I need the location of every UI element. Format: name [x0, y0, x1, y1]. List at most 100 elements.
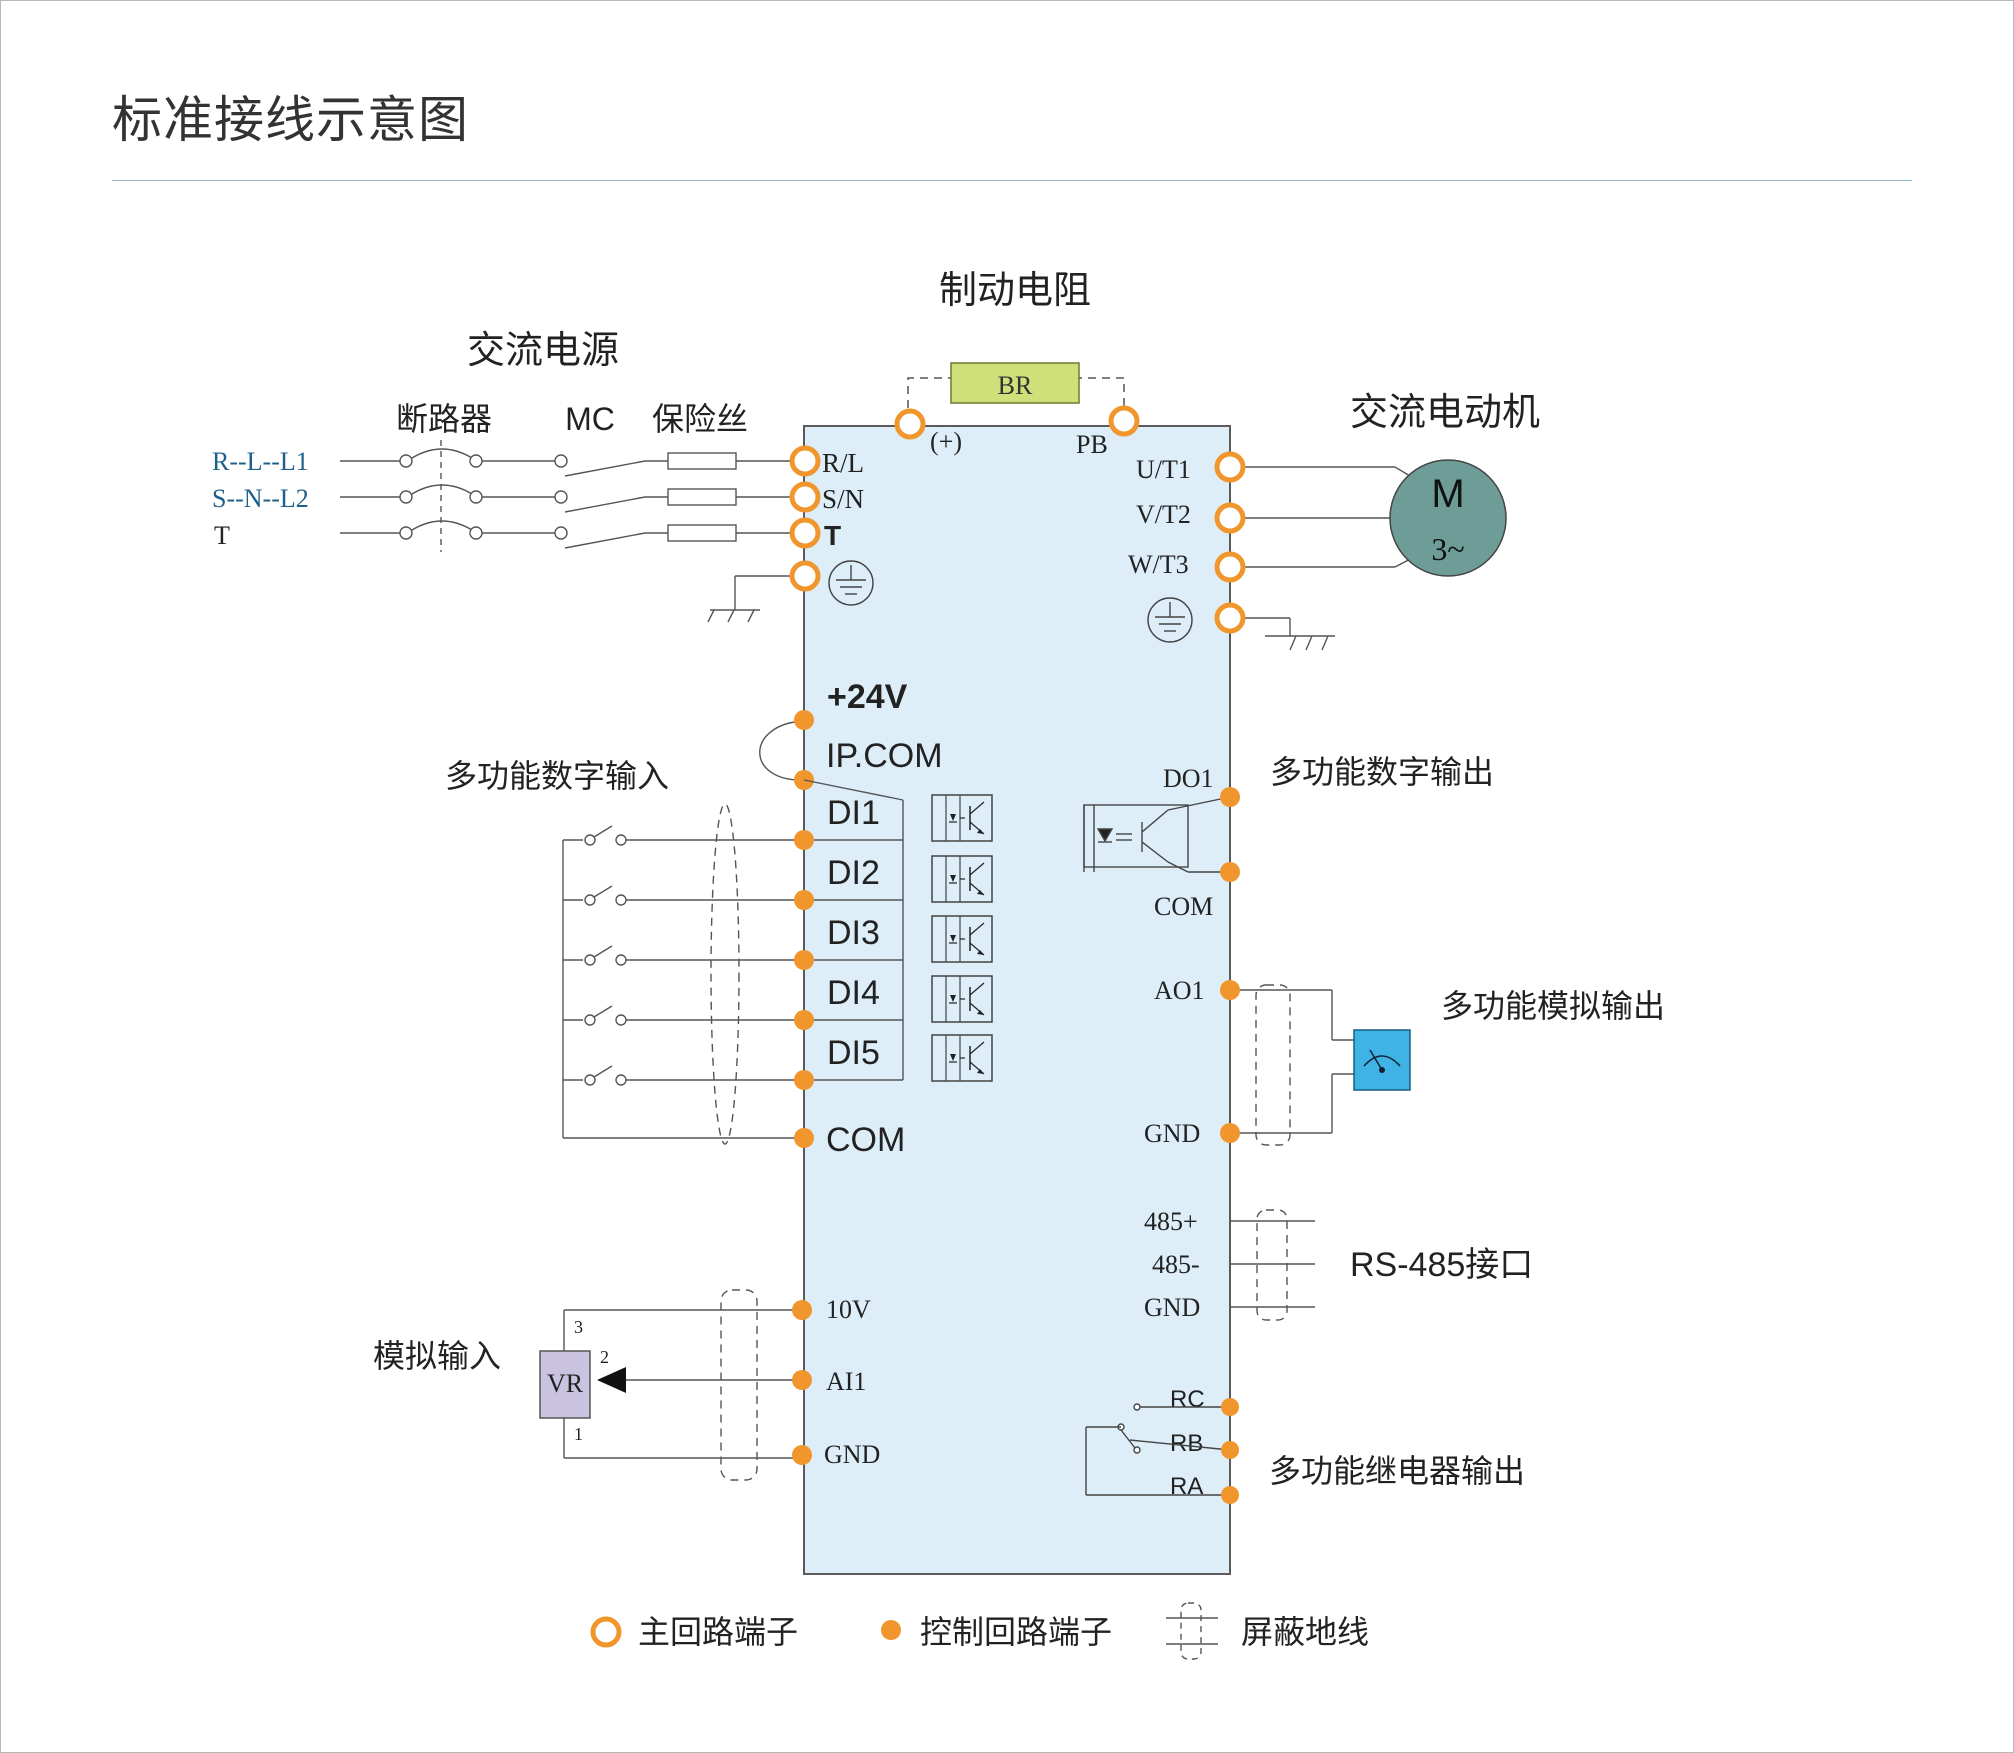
plus-label: (+): [930, 427, 962, 456]
motor-m-label: M: [1431, 472, 1464, 516]
breaker-title: 断路器: [396, 400, 492, 438]
legend-main-terminal-label: 主回路端子: [638, 1613, 798, 1651]
legend-shield-icon: [1166, 1602, 1218, 1660]
plus-terminal: [897, 411, 923, 437]
ipcom-label: IP.COM: [826, 737, 943, 775]
ra-terminal: [1221, 1486, 1239, 1504]
di2-terminal: [794, 890, 814, 910]
vr-potentiometer: [539, 1350, 591, 1419]
di5-terminal: [794, 1070, 814, 1090]
ac-motor-title: 交流电动机: [1350, 390, 1540, 434]
rs485-wiring: [1230, 1209, 1315, 1321]
motor-phase-label: 3~: [1431, 531, 1464, 567]
r-label: R/L: [822, 448, 864, 478]
s-label: S/N: [822, 484, 864, 514]
rb-label: RB: [1170, 1430, 1203, 1457]
br-resistor: [950, 362, 1080, 404]
supply-line-1: R--L--L1: [212, 447, 309, 476]
di1-terminal: [794, 830, 814, 850]
ao1-label: AO1: [1154, 976, 1205, 1005]
motor-icon: [1389, 459, 1507, 577]
br-label: BR: [998, 371, 1033, 400]
input-ground-terminal: [792, 563, 818, 589]
fuse-title: 保险丝: [652, 400, 748, 438]
rc-terminal: [1221, 1398, 1239, 1416]
v-terminal: [1217, 505, 1243, 531]
ai1-terminal: [792, 1370, 812, 1390]
do-com-terminal: [1220, 862, 1240, 882]
t-label: T: [824, 520, 841, 551]
rb-terminal: [1221, 1441, 1239, 1459]
ai-10v-label: 10V: [826, 1295, 871, 1324]
supply-line-2: S--N--L2: [212, 484, 309, 513]
input-ground-icon: [828, 560, 874, 606]
analog-input-wiring: [563, 1289, 795, 1481]
power-input-wiring: [340, 440, 792, 623]
u-label: U/T1: [1136, 455, 1191, 484]
p24-ipcom-jumper: [759, 720, 805, 781]
w-terminal: [1217, 554, 1243, 580]
s-terminal: [792, 484, 818, 510]
v-label: V/T2: [1136, 500, 1191, 529]
legend: 主回路端子 控制回路端子 屏蔽地线: [593, 1602, 1369, 1660]
digital-output-optocoupler: [1083, 796, 1231, 873]
br-dashed-link: [907, 377, 1125, 408]
vr-pin-3: 3: [574, 1317, 583, 1337]
output-ground-terminal: [1217, 605, 1243, 631]
di1-label: DI1: [827, 794, 880, 832]
mc-title: MC: [565, 401, 615, 437]
legend-shield-label: 屏蔽地线: [1241, 1613, 1369, 1651]
vr-pin-2: 2: [600, 1347, 609, 1367]
title-divider: [112, 180, 1912, 181]
di-com-label: COM: [826, 1121, 905, 1159]
ao1-terminal: [1220, 980, 1240, 1000]
analog-output-title: 多功能模拟输出: [1441, 987, 1665, 1025]
p24-label: +24V: [827, 678, 908, 716]
legend-main-terminal-icon: [593, 1619, 619, 1645]
do1-terminal: [1220, 787, 1240, 807]
u-terminal: [1217, 454, 1243, 480]
ai-gnd-label: GND: [824, 1440, 880, 1469]
digital-output-title: 多功能数字输出: [1270, 753, 1494, 791]
motor-wiring: [1243, 466, 1421, 651]
w-label: W/T3: [1128, 550, 1189, 579]
rs485-gnd-label: GND: [1144, 1293, 1200, 1322]
do-com-label: COM: [1154, 892, 1213, 921]
analog-output-wiring: [1240, 984, 1354, 1146]
vr-label: VR: [547, 1369, 584, 1398]
di3-label: DI3: [827, 914, 880, 952]
pb-terminal: [1111, 408, 1137, 434]
di5-label: DI5: [827, 1034, 880, 1072]
output-ground-icon: [1147, 597, 1193, 643]
t-terminal: [792, 520, 818, 546]
di4-terminal: [794, 1010, 814, 1030]
page-title: 标准接线示意图: [112, 91, 469, 149]
supply-line-3: T: [214, 521, 230, 550]
di2-label: DI2: [827, 854, 880, 892]
rc-label: RC: [1170, 1386, 1205, 1413]
ra-label: RA: [1170, 1473, 1203, 1500]
braking-resistor-title: 制动电阻: [939, 268, 1091, 312]
rs485-minus-label: 485-: [1152, 1250, 1200, 1279]
do1-label: DO1: [1163, 764, 1214, 793]
digital-input-wiring: [562, 779, 904, 1145]
ac-power-title: 交流电源: [467, 328, 619, 372]
relay-title: 多功能继电器输出: [1269, 1452, 1525, 1490]
ao-gnd-terminal: [1220, 1123, 1240, 1143]
ao-gnd-label: GND: [1144, 1119, 1200, 1148]
relay-contacts: [1085, 1403, 1231, 1496]
meter-icon: [1353, 1029, 1411, 1091]
ai1-label: AI1: [826, 1367, 866, 1396]
di4-label: DI4: [827, 974, 880, 1012]
rs485-plus-label: 485+: [1144, 1207, 1198, 1236]
legend-control-terminal-label: 控制回路端子: [920, 1613, 1112, 1651]
pb-label: PB: [1076, 430, 1108, 459]
wiper-arrow-icon: [597, 1367, 626, 1393]
ai-gnd-terminal: [792, 1445, 812, 1465]
di3-terminal: [794, 950, 814, 970]
rs485-title: RS-485接口: [1350, 1246, 1533, 1284]
di-com-terminal: [794, 1128, 814, 1148]
vr-pin-1: 1: [574, 1424, 583, 1444]
legend-control-terminal-icon: [881, 1620, 901, 1640]
